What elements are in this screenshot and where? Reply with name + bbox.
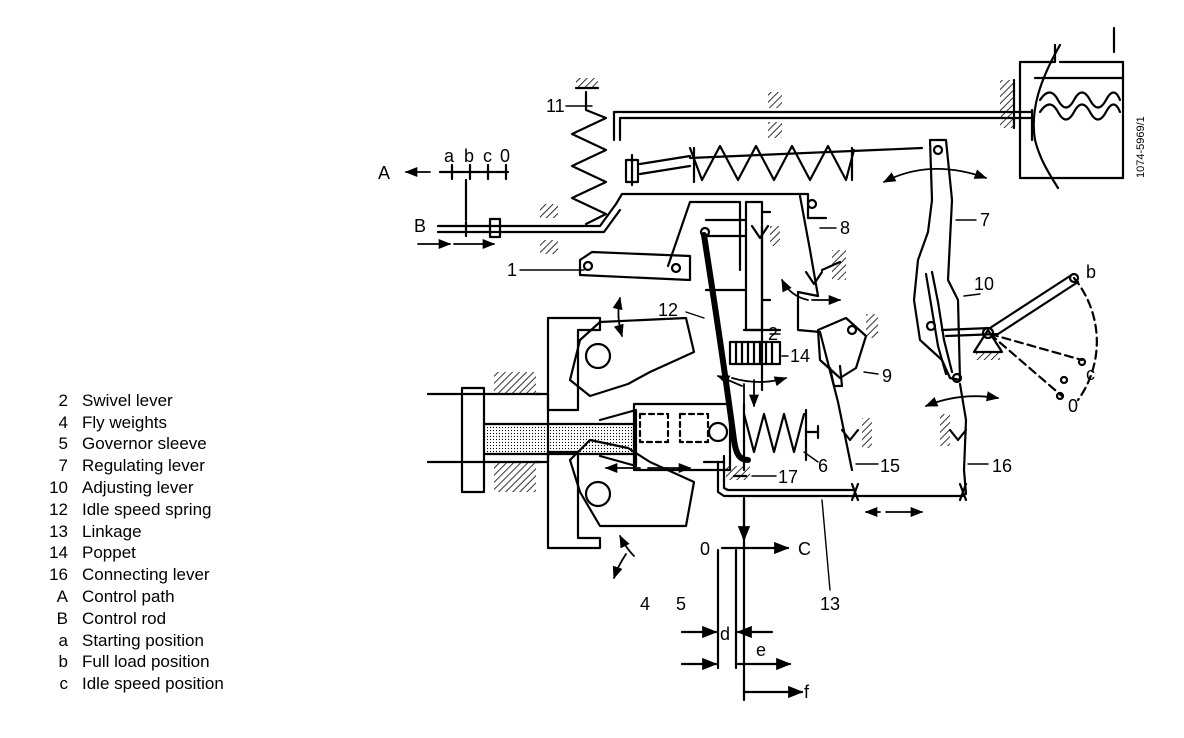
vacuum-housing bbox=[1000, 26, 1125, 190]
legend-text: Adjusting lever bbox=[82, 478, 194, 498]
label-16: 16 bbox=[992, 456, 1012, 476]
legend-item: b Full load position bbox=[40, 652, 340, 674]
reference-number: 1074-5969/1 bbox=[1135, 116, 1147, 178]
label-lever-zero: 0 bbox=[1068, 396, 1078, 416]
label-f: f bbox=[804, 682, 810, 702]
legend-text: Full load position bbox=[82, 652, 210, 672]
label-C: C bbox=[798, 539, 811, 559]
label-11: 11 bbox=[546, 96, 565, 116]
label-12: 12 bbox=[658, 300, 678, 320]
diagram-labels: A B a b c 0 11 1 12 2 14 8 7 10 b c 0 9 … bbox=[378, 96, 1147, 702]
legend-text: Poppet bbox=[82, 543, 136, 563]
top-linkage-rod bbox=[612, 92, 1034, 142]
legend-text: Starting position bbox=[82, 630, 204, 650]
legend-item: 12 Idle speed spring bbox=[40, 499, 340, 521]
motion-arrows bbox=[404, 166, 1000, 580]
label-5: 5 bbox=[676, 594, 686, 614]
legend-text: Idle speed spring bbox=[82, 499, 212, 519]
top-horizontal-spring bbox=[624, 144, 924, 187]
legend-key: a bbox=[58, 630, 68, 650]
legend-text: Control path bbox=[82, 587, 175, 607]
legend-item: A Control path bbox=[40, 586, 340, 608]
legend-text: Swivel lever bbox=[82, 390, 173, 410]
legend-item: 4 Fly weights bbox=[40, 412, 340, 434]
label-c: c bbox=[483, 146, 492, 166]
bracket-8 bbox=[750, 194, 854, 472]
label-6: 6 bbox=[818, 456, 828, 476]
legend-item: 5 Governor sleeve bbox=[40, 434, 340, 456]
legend-item: B Control rod bbox=[40, 608, 340, 630]
label-lever-b: b bbox=[1086, 262, 1096, 282]
legend-text: Control rod bbox=[82, 608, 167, 628]
label-b: b bbox=[464, 146, 474, 166]
legend-key: 4 bbox=[58, 412, 68, 432]
legend-item: 2 Swivel lever bbox=[40, 390, 340, 412]
lever-9 bbox=[816, 314, 878, 388]
label-axis-zero: 0 bbox=[700, 539, 710, 559]
legend-text: Fly weights bbox=[82, 412, 168, 432]
legend-key: 7 bbox=[58, 456, 68, 476]
legend-key: 14 bbox=[49, 543, 68, 563]
leader-lines bbox=[519, 105, 989, 591]
legend-key: B bbox=[56, 608, 68, 628]
label-7: 7 bbox=[980, 210, 990, 230]
label-14: 14 bbox=[790, 346, 810, 366]
label-10: 10 bbox=[974, 274, 994, 294]
legend-key: 10 bbox=[49, 478, 68, 498]
label-15: 15 bbox=[880, 456, 900, 476]
label-e: e bbox=[756, 640, 766, 660]
legend-text: Governor sleeve bbox=[82, 434, 207, 454]
poppet-14 bbox=[728, 328, 782, 366]
legend-text: Regulating lever bbox=[82, 456, 205, 476]
legend-text: Idle speed position bbox=[82, 674, 224, 694]
legend-key: b bbox=[58, 652, 68, 672]
spring-11 bbox=[570, 78, 608, 226]
legend-key: 12 bbox=[49, 499, 68, 519]
control-rod bbox=[436, 192, 828, 254]
label-lever-c: c bbox=[1086, 364, 1095, 384]
control-path-scale bbox=[438, 163, 510, 222]
label-4: 4 bbox=[640, 594, 650, 614]
label-1: 1 bbox=[507, 260, 517, 280]
reference-axis bbox=[680, 496, 804, 702]
spring-6 bbox=[742, 402, 820, 472]
legend-item: c Idle speed position bbox=[40, 673, 340, 695]
legend-item: 10 Adjusting lever bbox=[40, 477, 340, 499]
fly-weights-4 bbox=[546, 316, 696, 550]
legend-text: Linkage bbox=[82, 521, 142, 541]
linkage-13 bbox=[716, 460, 968, 502]
label-zero: 0 bbox=[500, 146, 510, 166]
lever-angle-scale bbox=[988, 276, 1098, 402]
legend-key: 2 bbox=[58, 390, 68, 410]
label-a: a bbox=[444, 146, 455, 166]
legend-item: a Starting position bbox=[40, 630, 340, 652]
label-d: d bbox=[720, 624, 730, 644]
legend-key: 16 bbox=[49, 565, 68, 585]
label-A: A bbox=[378, 163, 390, 183]
legend-item: 14 Poppet bbox=[40, 543, 340, 565]
legend-item: 16 Connecting lever bbox=[40, 564, 340, 586]
label-9: 9 bbox=[882, 366, 892, 386]
label-8: 8 bbox=[840, 218, 850, 238]
label-B: B bbox=[414, 216, 426, 236]
legend-key: c bbox=[59, 674, 69, 694]
label-17: 17 bbox=[778, 467, 798, 487]
legend-key: 13 bbox=[49, 521, 68, 541]
legend-item: 7 Regulating lever bbox=[40, 455, 340, 477]
drive-shaft bbox=[426, 372, 636, 494]
regulating-lever-7 bbox=[912, 138, 963, 384]
legend-text: Connecting lever bbox=[82, 565, 210, 585]
legend-key: 5 bbox=[58, 434, 68, 454]
adjusting-lever-10 bbox=[940, 272, 1080, 360]
connecting-lever-16 bbox=[840, 382, 968, 496]
idle-speed-spring-12 bbox=[701, 232, 751, 463]
legend-key: A bbox=[56, 587, 68, 607]
label-13: 13 bbox=[820, 594, 840, 614]
legend: 2 Swivel lever 4 Fly weights 5 Governor sle… bbox=[40, 390, 340, 695]
legend-item: 13 Linkage bbox=[40, 521, 340, 543]
label-2: 2 bbox=[768, 324, 778, 344]
